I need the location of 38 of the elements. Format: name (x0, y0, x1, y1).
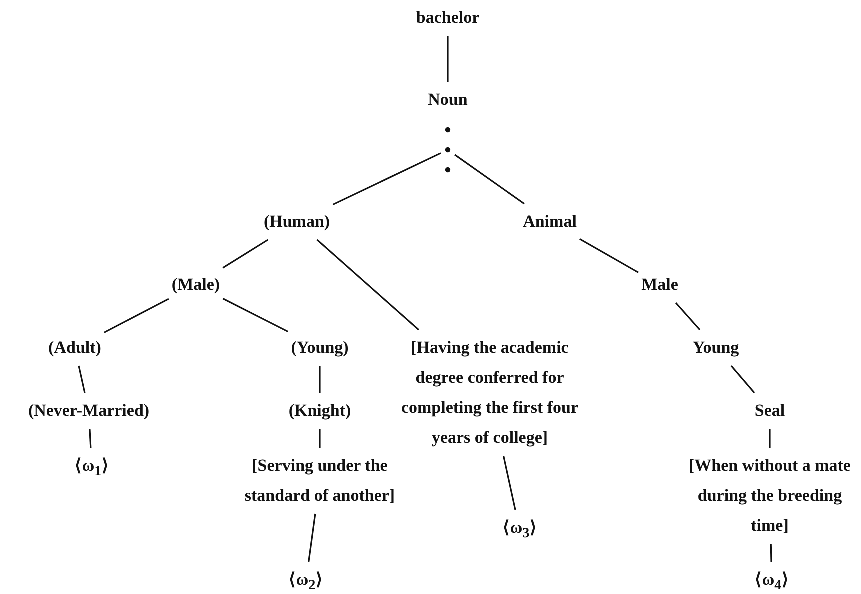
tree-line (770, 544, 772, 562)
tree-line (675, 302, 701, 331)
tree-line (580, 238, 639, 274)
node-label: ⟨ω$_{3}$⟩ (503, 517, 537, 544)
tree-line (104, 298, 170, 334)
tree-line (316, 239, 420, 331)
node-label: [When without a mate during the breeding time] (688, 455, 852, 537)
tree-line (454, 154, 525, 205)
node-label: (Adult) (48, 337, 102, 359)
node-label: (Knight) (288, 400, 352, 422)
node-label: Seal (754, 400, 786, 422)
node-label: bachelor (416, 7, 480, 29)
node-label: Young (692, 337, 740, 359)
node-label: (Human) (264, 211, 330, 233)
ellipsis-dots (444, 126, 452, 174)
tree-line (319, 366, 321, 393)
node-label: [Having the academic degree conferred for completing the first four years of college] (400, 337, 580, 449)
tree-line (769, 429, 771, 448)
tree-line (730, 365, 756, 394)
node-label: (Young) (291, 337, 349, 359)
node-label: ⟨ω$_{2}$⟩ (289, 569, 323, 594)
node-label: (Male) (172, 274, 220, 296)
tree-line (447, 36, 449, 82)
tree-line (222, 239, 269, 269)
tree-line (502, 456, 516, 510)
node-label: Male (642, 274, 678, 296)
tree-line (222, 298, 289, 333)
tree-line (89, 428, 92, 448)
node-label: (Never-Married) (28, 400, 150, 422)
node-label: Animal (523, 211, 577, 233)
node-label: ⟨ω$_{1}$⟩ (75, 455, 109, 482)
node-label: Noun (428, 89, 468, 111)
node-label: [Serving under the standard of another] (244, 455, 396, 507)
tree-line (308, 514, 316, 562)
tree-line (332, 152, 442, 206)
tree-line (78, 366, 86, 394)
node-label: ⟨ω$_{4}$⟩ (755, 569, 789, 594)
tree-line (319, 429, 321, 448)
